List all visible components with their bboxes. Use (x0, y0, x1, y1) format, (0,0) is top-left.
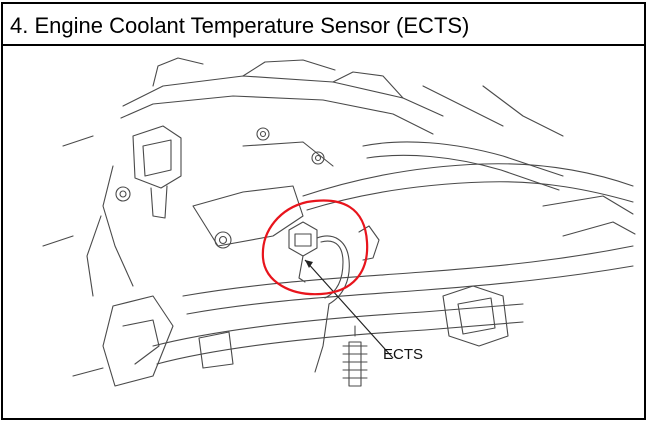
engine-line-drawing (42, 57, 636, 387)
callout-label: ECTS (383, 346, 424, 363)
sensor-highlight-circle (261, 199, 369, 296)
figure-header: 4. Engine Coolant Temperature Sensor (EC… (3, 4, 644, 46)
callout-leader (304, 259, 394, 359)
figure-title: 4. Engine Coolant Temperature Sensor (EC… (10, 13, 470, 38)
engine-diagram: ECTS (3, 46, 644, 418)
engine-parts (42, 57, 636, 387)
